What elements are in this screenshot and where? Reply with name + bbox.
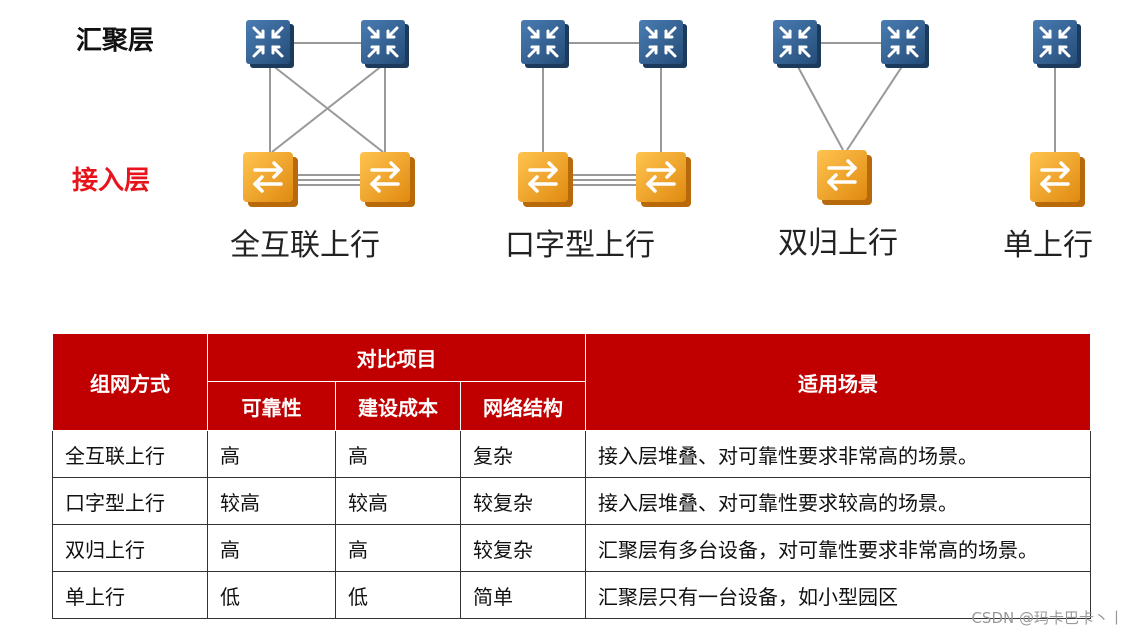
cell-cost: 高 bbox=[335, 430, 461, 478]
cell-cost: 低 bbox=[335, 571, 461, 619]
aggregation-switch-icon bbox=[359, 18, 411, 70]
cell-mode: 双归上行 bbox=[52, 524, 208, 572]
watermark: CSDN @玛卡巴卡丶丨 bbox=[971, 609, 1124, 627]
aggregation-switch-icon bbox=[519, 18, 571, 70]
cell-scene: 汇聚层有多台设备，对可靠性要求非常高的场景。 bbox=[585, 524, 1091, 572]
access-switch-icon bbox=[815, 148, 874, 207]
topology-caption-square: 口字型上行 bbox=[505, 228, 655, 263]
topology-caption-full-mesh: 全互联上行 bbox=[230, 228, 380, 263]
topology-diagram bbox=[241, 18, 1087, 209]
aggregation-switch-icon bbox=[244, 18, 296, 70]
cell-scene: 汇聚层只有一台设备，如小型园区 bbox=[585, 571, 1091, 619]
cell-reliability: 低 bbox=[207, 571, 336, 619]
comparison-table: 组网方式 对比项目 适用场景 可靠性 建设成本 网络结构 全互联上行 高 高 复… bbox=[52, 333, 1091, 619]
access-switch-icon bbox=[516, 150, 575, 209]
aggregation-switch-icon bbox=[1031, 18, 1083, 70]
header-network-structure: 网络结构 bbox=[460, 381, 586, 431]
table-row: 双归上行 高 高 较复杂 汇聚层有多台设备，对可靠性要求非常高的场景。 bbox=[52, 524, 1091, 572]
cell-structure: 较复杂 bbox=[460, 524, 586, 572]
header-comparison-items: 对比项目 bbox=[207, 333, 586, 382]
cell-cost: 较高 bbox=[335, 477, 461, 525]
cell-mode: 单上行 bbox=[52, 571, 208, 619]
table-row: 单上行 低 低 简单 汇聚层只有一台设备，如小型园区 bbox=[52, 571, 1091, 619]
cell-reliability: 高 bbox=[207, 430, 336, 478]
cell-reliability: 高 bbox=[207, 524, 336, 572]
cell-cost: 高 bbox=[335, 524, 461, 572]
header-applicable-scenario: 适用场景 bbox=[585, 333, 1091, 431]
access-layer-label: 接入层 bbox=[72, 166, 151, 196]
aggregation-layer-label: 汇聚层 bbox=[76, 26, 155, 56]
cell-structure: 简单 bbox=[460, 571, 586, 619]
cell-structure: 复杂 bbox=[460, 430, 586, 478]
access-switch-icon bbox=[358, 150, 417, 209]
table-row: 全互联上行 高 高 复杂 接入层堆叠、对可靠性要求非常高的场景。 bbox=[52, 430, 1091, 478]
aggregation-switch-icon bbox=[637, 18, 689, 70]
cell-mode: 全互联上行 bbox=[52, 430, 208, 478]
access-switch-icon bbox=[241, 150, 300, 209]
access-switch-icon bbox=[1028, 150, 1087, 209]
cell-structure: 较复杂 bbox=[460, 477, 586, 525]
cell-scene: 接入层堆叠、对可靠性要求较高的场景。 bbox=[585, 477, 1091, 525]
aggregation-switch-icon bbox=[879, 18, 931, 70]
header-reliability: 可靠性 bbox=[207, 381, 336, 431]
topology-caption-dual-homing: 双归上行 bbox=[778, 226, 898, 261]
cell-mode: 口字型上行 bbox=[52, 477, 208, 525]
table-row: 口字型上行 较高 较高 较复杂 接入层堆叠、对可靠性要求较高的场景。 bbox=[52, 477, 1091, 525]
access-switch-icon bbox=[634, 150, 693, 209]
header-construction-cost: 建设成本 bbox=[335, 381, 461, 431]
cell-reliability: 较高 bbox=[207, 477, 336, 525]
topology-caption-single: 单上行 bbox=[1003, 228, 1093, 263]
cell-scene: 接入层堆叠、对可靠性要求非常高的场景。 bbox=[585, 430, 1091, 478]
header-networking-mode: 组网方式 bbox=[52, 333, 208, 431]
aggregation-switch-icon bbox=[771, 18, 823, 70]
